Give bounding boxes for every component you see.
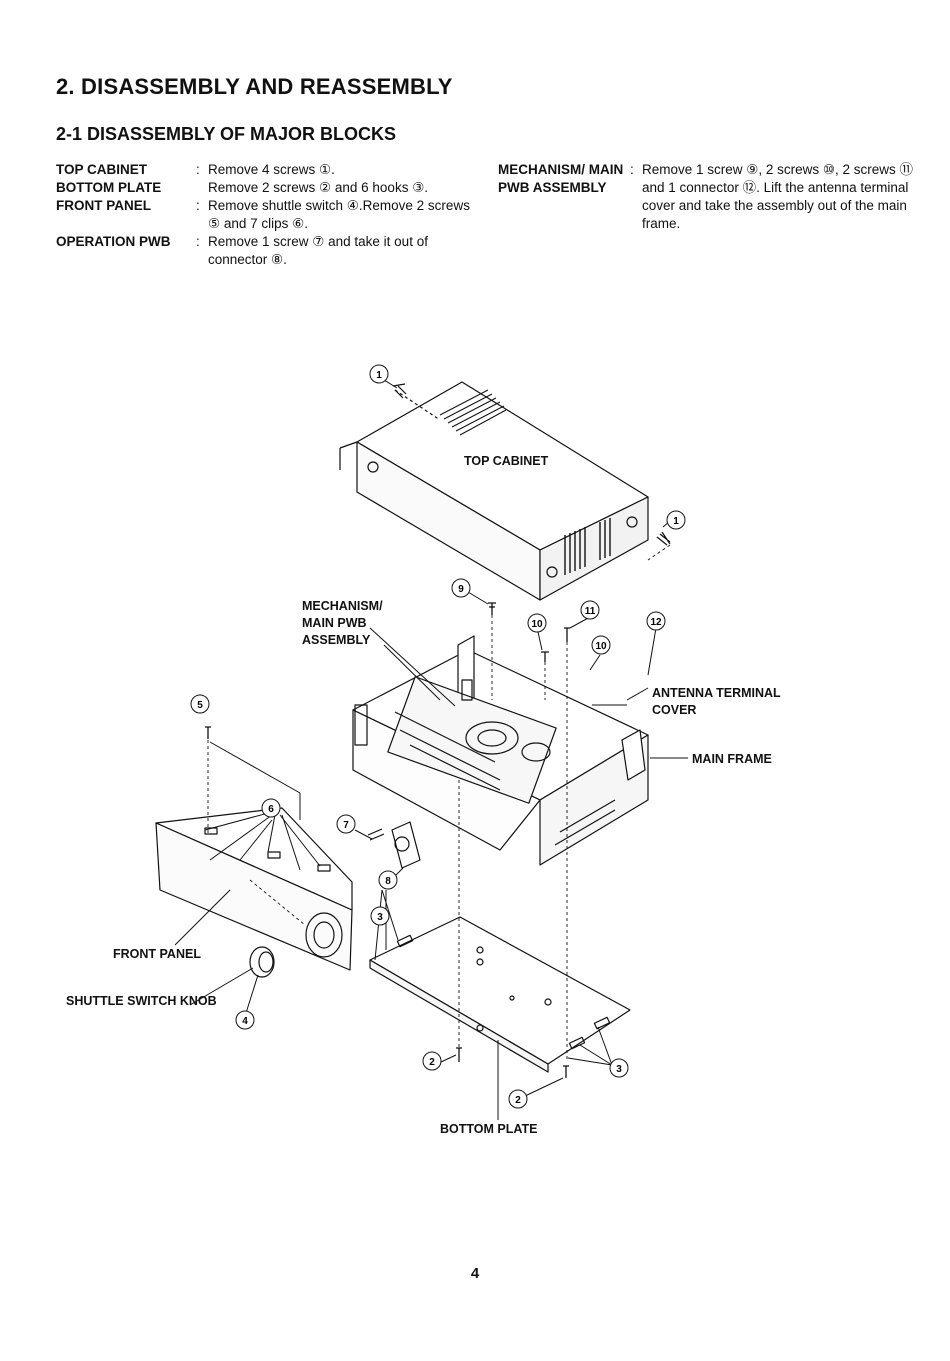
marker-label: 1 — [376, 370, 382, 381]
marker-1: 1 — [369, 364, 389, 384]
marker-label: 10 — [595, 641, 607, 652]
step-text: Remove 2 screws ② and 6 hooks ③. — [208, 180, 429, 195]
antenna-cover-label-line2: COVER — [652, 703, 696, 717]
step-operation-pwb: OPERATION PWB : Remove 1 screw ⑦ and tak… — [56, 233, 476, 269]
main-frame-label: MAIN FRAME — [692, 752, 772, 766]
marker-label: 2 — [429, 1057, 435, 1068]
callout-labels: TOP CABINET MECHANISM/ MAIN PWB ASSEMBLY… — [66, 454, 781, 1136]
front-panel-label: FRONT PANEL — [113, 947, 201, 961]
bottom-plate-label: BOTTOM PLATE — [440, 1122, 537, 1136]
step-part: BOTTOM PLATE — [56, 180, 162, 195]
step-part: OPERATION PWB — [56, 234, 171, 249]
page-title: 2. DISASSEMBLY AND REASSEMBLY — [56, 74, 453, 99]
marker-8: 8 — [378, 870, 398, 890]
marker-label: 9 — [458, 584, 464, 595]
step-front-panel: FRONT PANEL : Remove shuttle switch ④.Re… — [56, 197, 476, 233]
step-part: MECHANISM/ MAIN PWB ASSEMBLY — [498, 162, 624, 195]
step-sep: : — [196, 162, 200, 177]
instructions-left: TOP CABINET : Remove 4 screws ①. BOTTOM … — [56, 161, 476, 269]
mechanism-label-line3: ASSEMBLY — [302, 633, 371, 647]
marker-1: 1 — [666, 510, 686, 530]
bottom-plate-drawing — [369, 916, 631, 1073]
marker-2: 2 — [508, 1089, 528, 1109]
marker-10: 10 — [527, 613, 547, 633]
marker-label: 12 — [650, 617, 662, 628]
marker-4: 4 — [235, 1010, 255, 1030]
marker-label: 4 — [242, 1016, 248, 1027]
part-markers: 1 1 2 2 3 3 4 5 6 7 8 9 10 10 11 12 — [190, 364, 686, 1109]
step-sep: : — [196, 198, 200, 213]
step-sep: : — [630, 162, 634, 177]
marker-6: 6 — [261, 798, 281, 818]
marker-label: 3 — [616, 1064, 622, 1075]
step-text: Remove 1 screw ⑦ and take it out of conn… — [208, 234, 428, 267]
marker-label: 2 — [515, 1095, 521, 1106]
step-bottom-plate: BOTTOM PLATE Remove 2 screws ② and 6 hoo… — [56, 179, 476, 197]
step-text: Remove 1 screw ⑨, 2 screws ⑩, 2 screws ⑪… — [642, 162, 914, 231]
marker-label: 11 — [585, 606, 596, 617]
section-title: 2-1 DISASSEMBLY OF MAJOR BLOCKS — [56, 124, 397, 144]
marker-2: 2 — [422, 1051, 442, 1071]
front-panel-drawing — [155, 807, 353, 971]
marker-3: 3 — [370, 906, 390, 926]
shuttle-knob-label: SHUTTLE SWITCH KNOB — [66, 994, 217, 1008]
marker-label: 10 — [531, 619, 543, 630]
marker-11: 11 — [580, 600, 600, 620]
top-cabinet-drawing — [339, 381, 671, 601]
marker-12: 12 — [646, 611, 666, 631]
shuttle-knob-drawing — [249, 946, 275, 978]
marker-label: 6 — [268, 804, 274, 815]
marker-label: 8 — [385, 876, 391, 887]
step-part: TOP CABINET — [56, 162, 148, 177]
step-mechanism: MECHANISM/ MAIN PWB ASSEMBLY : Remove 1 … — [498, 161, 918, 233]
marker-label: 3 — [377, 912, 383, 923]
marker-7: 7 — [336, 814, 356, 834]
exploded-view-diagram: 1 1 2 2 3 3 4 5 6 7 8 9 10 10 11 12 TOP … — [66, 364, 781, 1136]
operation-pwb-drawing — [367, 821, 421, 869]
step-part: FRONT PANEL — [56, 198, 151, 213]
marker-label: 5 — [197, 700, 203, 711]
marker-5: 5 — [190, 694, 210, 714]
mechanism-label-line1: MECHANISM/ — [302, 599, 383, 613]
screw-icons — [205, 602, 570, 1078]
marker-label: 1 — [673, 516, 679, 527]
antenna-cover-label-line1: ANTENNA TERMINAL — [652, 686, 781, 700]
marker-10: 10 — [591, 635, 611, 655]
step-sep: : — [196, 234, 200, 249]
instructions-right: MECHANISM/ MAIN PWB ASSEMBLY : Remove 1 … — [498, 161, 918, 233]
marker-label: 7 — [343, 820, 349, 831]
marker-3: 3 — [609, 1058, 629, 1078]
mechanism-label-line2: MAIN PWB — [302, 616, 367, 630]
top-cabinet-label: TOP CABINET — [464, 454, 549, 468]
marker-9: 9 — [451, 578, 471, 598]
page-number: 4 — [470, 1265, 480, 1282]
step-text: Remove shuttle switch ④.Remove 2 screws … — [208, 198, 470, 231]
step-text: Remove 4 screws ①. — [208, 162, 335, 177]
step-top-cabinet: TOP CABINET : Remove 4 screws ①. — [56, 161, 476, 179]
